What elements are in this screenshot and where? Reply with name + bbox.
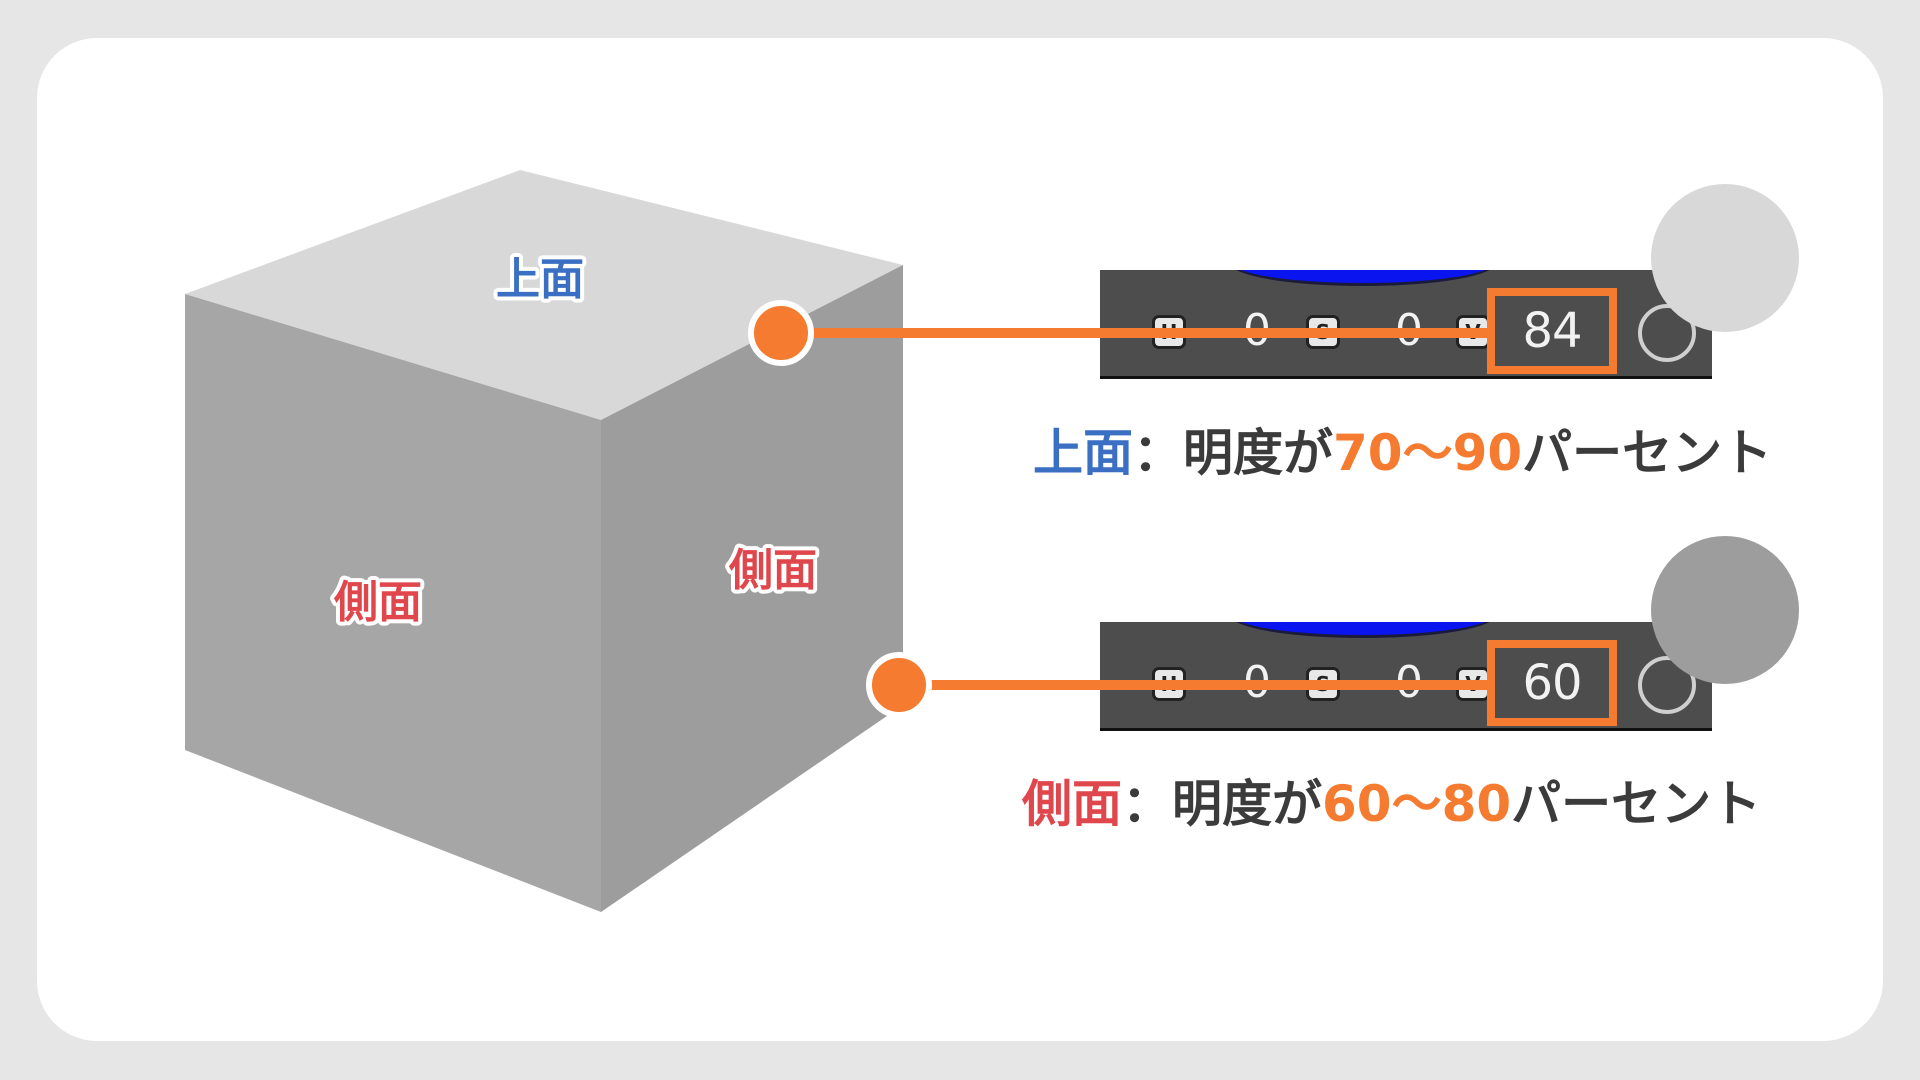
swatch-side-color xyxy=(1651,536,1799,684)
swatch-top-color xyxy=(1651,184,1799,332)
caption-suffix: パーセント xyxy=(1522,424,1773,482)
cube-left-label: 側面 xyxy=(333,577,422,628)
caption-face-label: 上面 xyxy=(1033,424,1133,482)
color-wheel-icon[interactable] xyxy=(1638,304,1696,362)
cube-right-face xyxy=(601,265,903,912)
caption-top: 上面：明度が70〜90パーセント xyxy=(1033,413,1772,485)
caption-face-label: 側面 xyxy=(1022,775,1122,833)
cube-top-face xyxy=(185,170,903,420)
caption-prefix: 明度が xyxy=(1183,424,1333,482)
connector-dot-side xyxy=(866,652,932,718)
cube-right-label: 側面 xyxy=(728,545,817,596)
caption-colon: ： xyxy=(1133,424,1183,482)
cube-left-face xyxy=(185,294,601,912)
caption-suffix: パーセント xyxy=(1511,775,1762,833)
caption-range: 70〜90 xyxy=(1333,424,1523,482)
brightness-value-box[interactable]: 84 xyxy=(1487,288,1617,374)
caption-prefix: 明度が xyxy=(1172,775,1322,833)
caption-range: 60〜80 xyxy=(1322,775,1512,833)
color-wheel-icon[interactable] xyxy=(1638,656,1696,714)
caption-colon: ： xyxy=(1122,775,1172,833)
caption-side: 側面：明度が60〜80パーセント xyxy=(1022,764,1761,836)
cube-top-label: 上面 xyxy=(496,254,584,305)
connector-dot-top xyxy=(748,300,814,366)
brightness-value-box[interactable]: 60 xyxy=(1487,640,1617,726)
